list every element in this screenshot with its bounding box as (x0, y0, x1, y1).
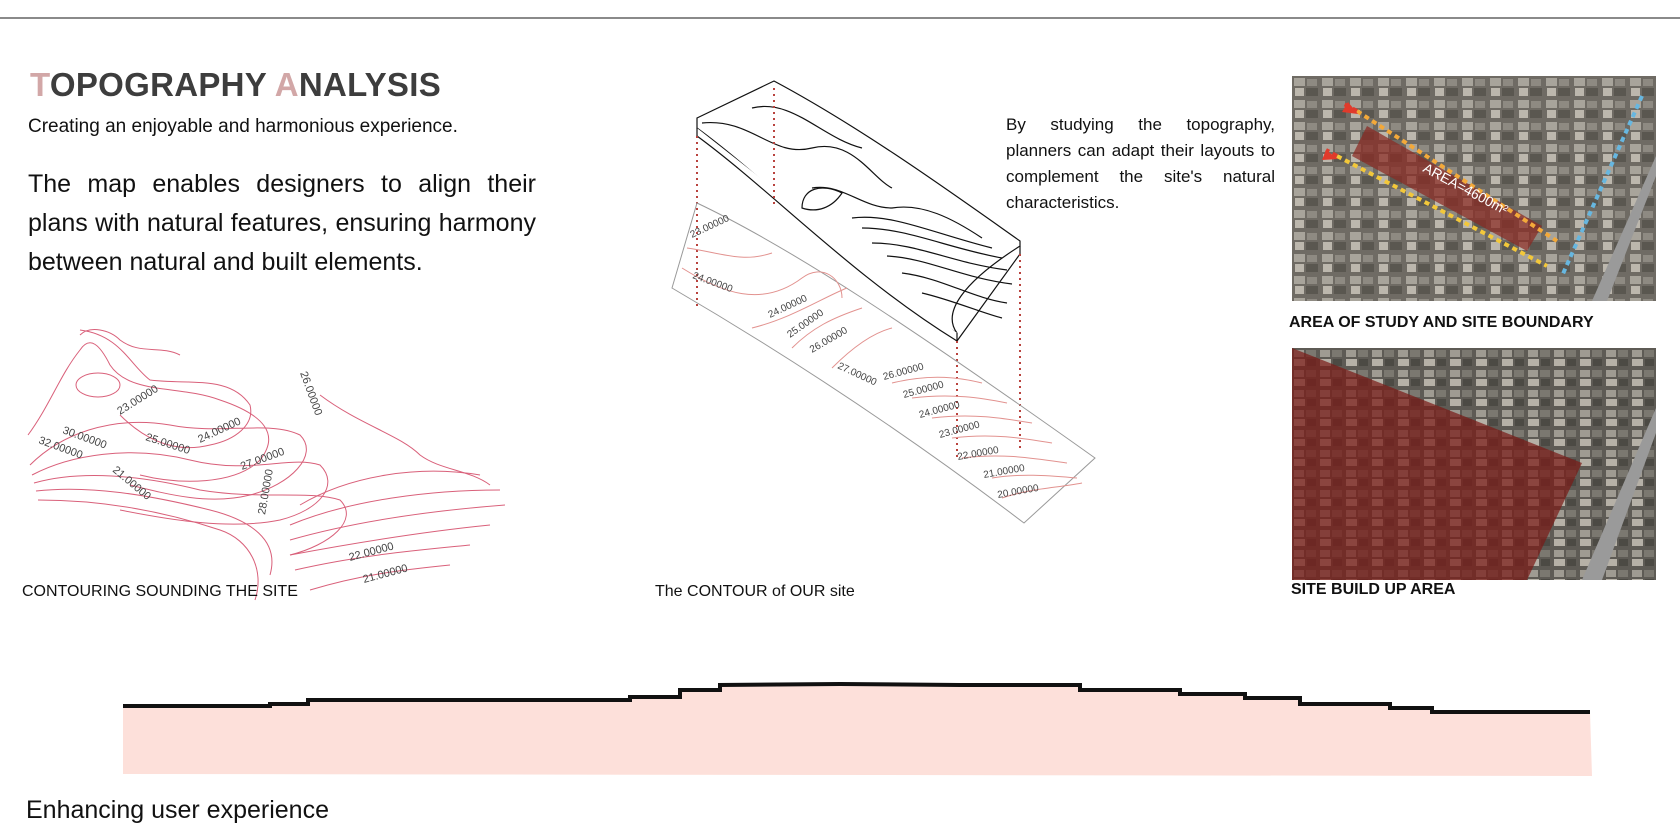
build-up-caption: SITE BUILD UP AREA (1291, 581, 1456, 598)
contour-label: 24.00000 (767, 293, 810, 321)
contour-label: 24.00000 (196, 415, 243, 445)
contour-label: 24.00000 (918, 399, 962, 421)
contour-label: 23.00000 (689, 213, 732, 241)
page-subtitle: Creating an enjoyable and harmonious exp… (28, 116, 458, 137)
contour-label: 21.00000 (110, 464, 153, 503)
contour-label: 27.00000 (836, 361, 879, 389)
site-contour-isometric: 23.00000 24.00000 24.00000 25.00000 26.0… (671, 80, 1096, 524)
bottom-caption: Enhancing user experience (26, 796, 329, 824)
terrain-section-profile (123, 681, 1592, 776)
contour-label: 23.00000 (938, 419, 982, 441)
contour-label: 23.00000 (115, 383, 160, 417)
build-up-aerial-photo (1292, 348, 1656, 580)
contour-label: 20.00000 (997, 483, 1040, 501)
contour-label: 21.00000 (983, 463, 1026, 481)
intro-paragraph: The map enables designers to align their… (28, 170, 536, 276)
site-boundary-aerial-photo: AREA=4600m² (1292, 76, 1656, 301)
top-divider (0, 17, 1680, 19)
contour-label: 27.00000 (239, 446, 286, 473)
site-contour-caption: The CONTOUR of OUR site (655, 583, 855, 600)
contour-label: 21.00000 (362, 562, 409, 585)
contour-label: 26.00000 (882, 361, 926, 383)
contour-sounding-map: 23.00000 24.00000 25.00000 26.00000 27.0… (27, 329, 505, 601)
contour-label: 24.00000 (691, 270, 734, 295)
topography-note: By studying the topography, planners can… (1006, 115, 1275, 212)
contour-label: 22.00000 (957, 445, 1000, 463)
contour-label: 25.00000 (902, 379, 946, 401)
contour-label: 26.00000 (297, 370, 324, 417)
study-area-caption: AREA OF STUDY AND SITE BOUNDARY (1289, 314, 1594, 331)
contour-map-caption: CONTOURING SOUNDING THE SITE (22, 583, 298, 600)
page-title: TOPOGRAPHY ANALYSIS (30, 66, 441, 103)
contour-label: 28.00000 (256, 468, 276, 515)
